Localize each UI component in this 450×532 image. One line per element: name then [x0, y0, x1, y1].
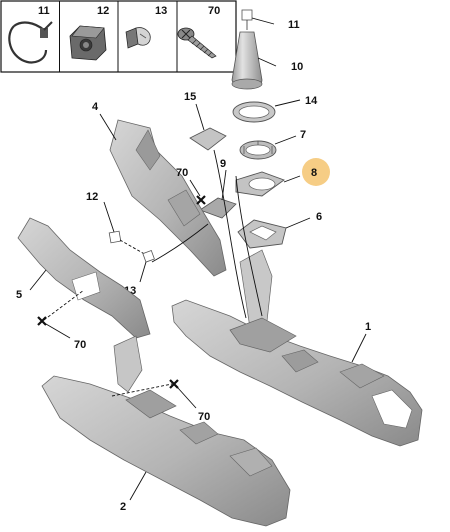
part-15-cover [189, 103, 227, 151]
legend-cell-13: 13 [125, 5, 167, 49]
part-8-trim [235, 158, 330, 197]
callout-14: 14 [305, 95, 318, 107]
callout-70b: 70 [74, 339, 86, 351]
legend-cell-12: 12 [69, 5, 109, 61]
part-5-rear-panel [17, 217, 151, 339]
part-13-bulb [139, 250, 155, 283]
legend-box: 11 12 13 [0, 0, 237, 73]
legend-ref-70: 70 [208, 5, 220, 17]
callout-9: 9 [220, 158, 226, 170]
callout-7: 7 [300, 129, 306, 141]
screw-icon [177, 27, 217, 59]
callout-6: 6 [316, 211, 322, 223]
callout-10: 10 [291, 61, 303, 73]
callout-5: 5 [16, 289, 22, 301]
legend-ref-11: 11 [38, 5, 50, 17]
legend-cell-70: 70 [177, 5, 220, 59]
part-7-collar [239, 135, 297, 160]
callout-15: 15 [184, 91, 196, 103]
legend-ref-13: 13 [155, 5, 167, 17]
part-4-side-panel [99, 113, 227, 277]
callout-8: 8 [311, 167, 317, 179]
screw-marker-70c [169, 379, 197, 409]
callout-12: 12 [86, 191, 98, 203]
assembly-guide-lines [151, 149, 263, 319]
callout-1: 1 [365, 321, 371, 333]
bulb-icon [125, 27, 151, 49]
legend-ref-12: 12 [97, 5, 109, 17]
screw-marker-70a [189, 179, 206, 205]
legend-cell-11: 11 [8, 5, 53, 64]
part-10-gear-boot [231, 20, 277, 90]
part-6-bezel [237, 217, 311, 249]
highlight-marker [302, 158, 330, 186]
bulb-holder-icon [69, 25, 107, 61]
cable-tie-icon [8, 21, 53, 64]
screw-marker-70b [37, 316, 71, 339]
callout-70a: 70 [176, 167, 188, 179]
callout-11: 11 [288, 19, 300, 31]
callout-2: 2 [120, 501, 126, 513]
part-14-ring [232, 99, 301, 123]
part-2-lower-console [41, 335, 291, 527]
part-12-bulb-holder [103, 201, 149, 257]
callout-70c: 70 [198, 411, 210, 423]
callout-4: 4 [92, 101, 99, 113]
part-9-insert [199, 169, 237, 219]
